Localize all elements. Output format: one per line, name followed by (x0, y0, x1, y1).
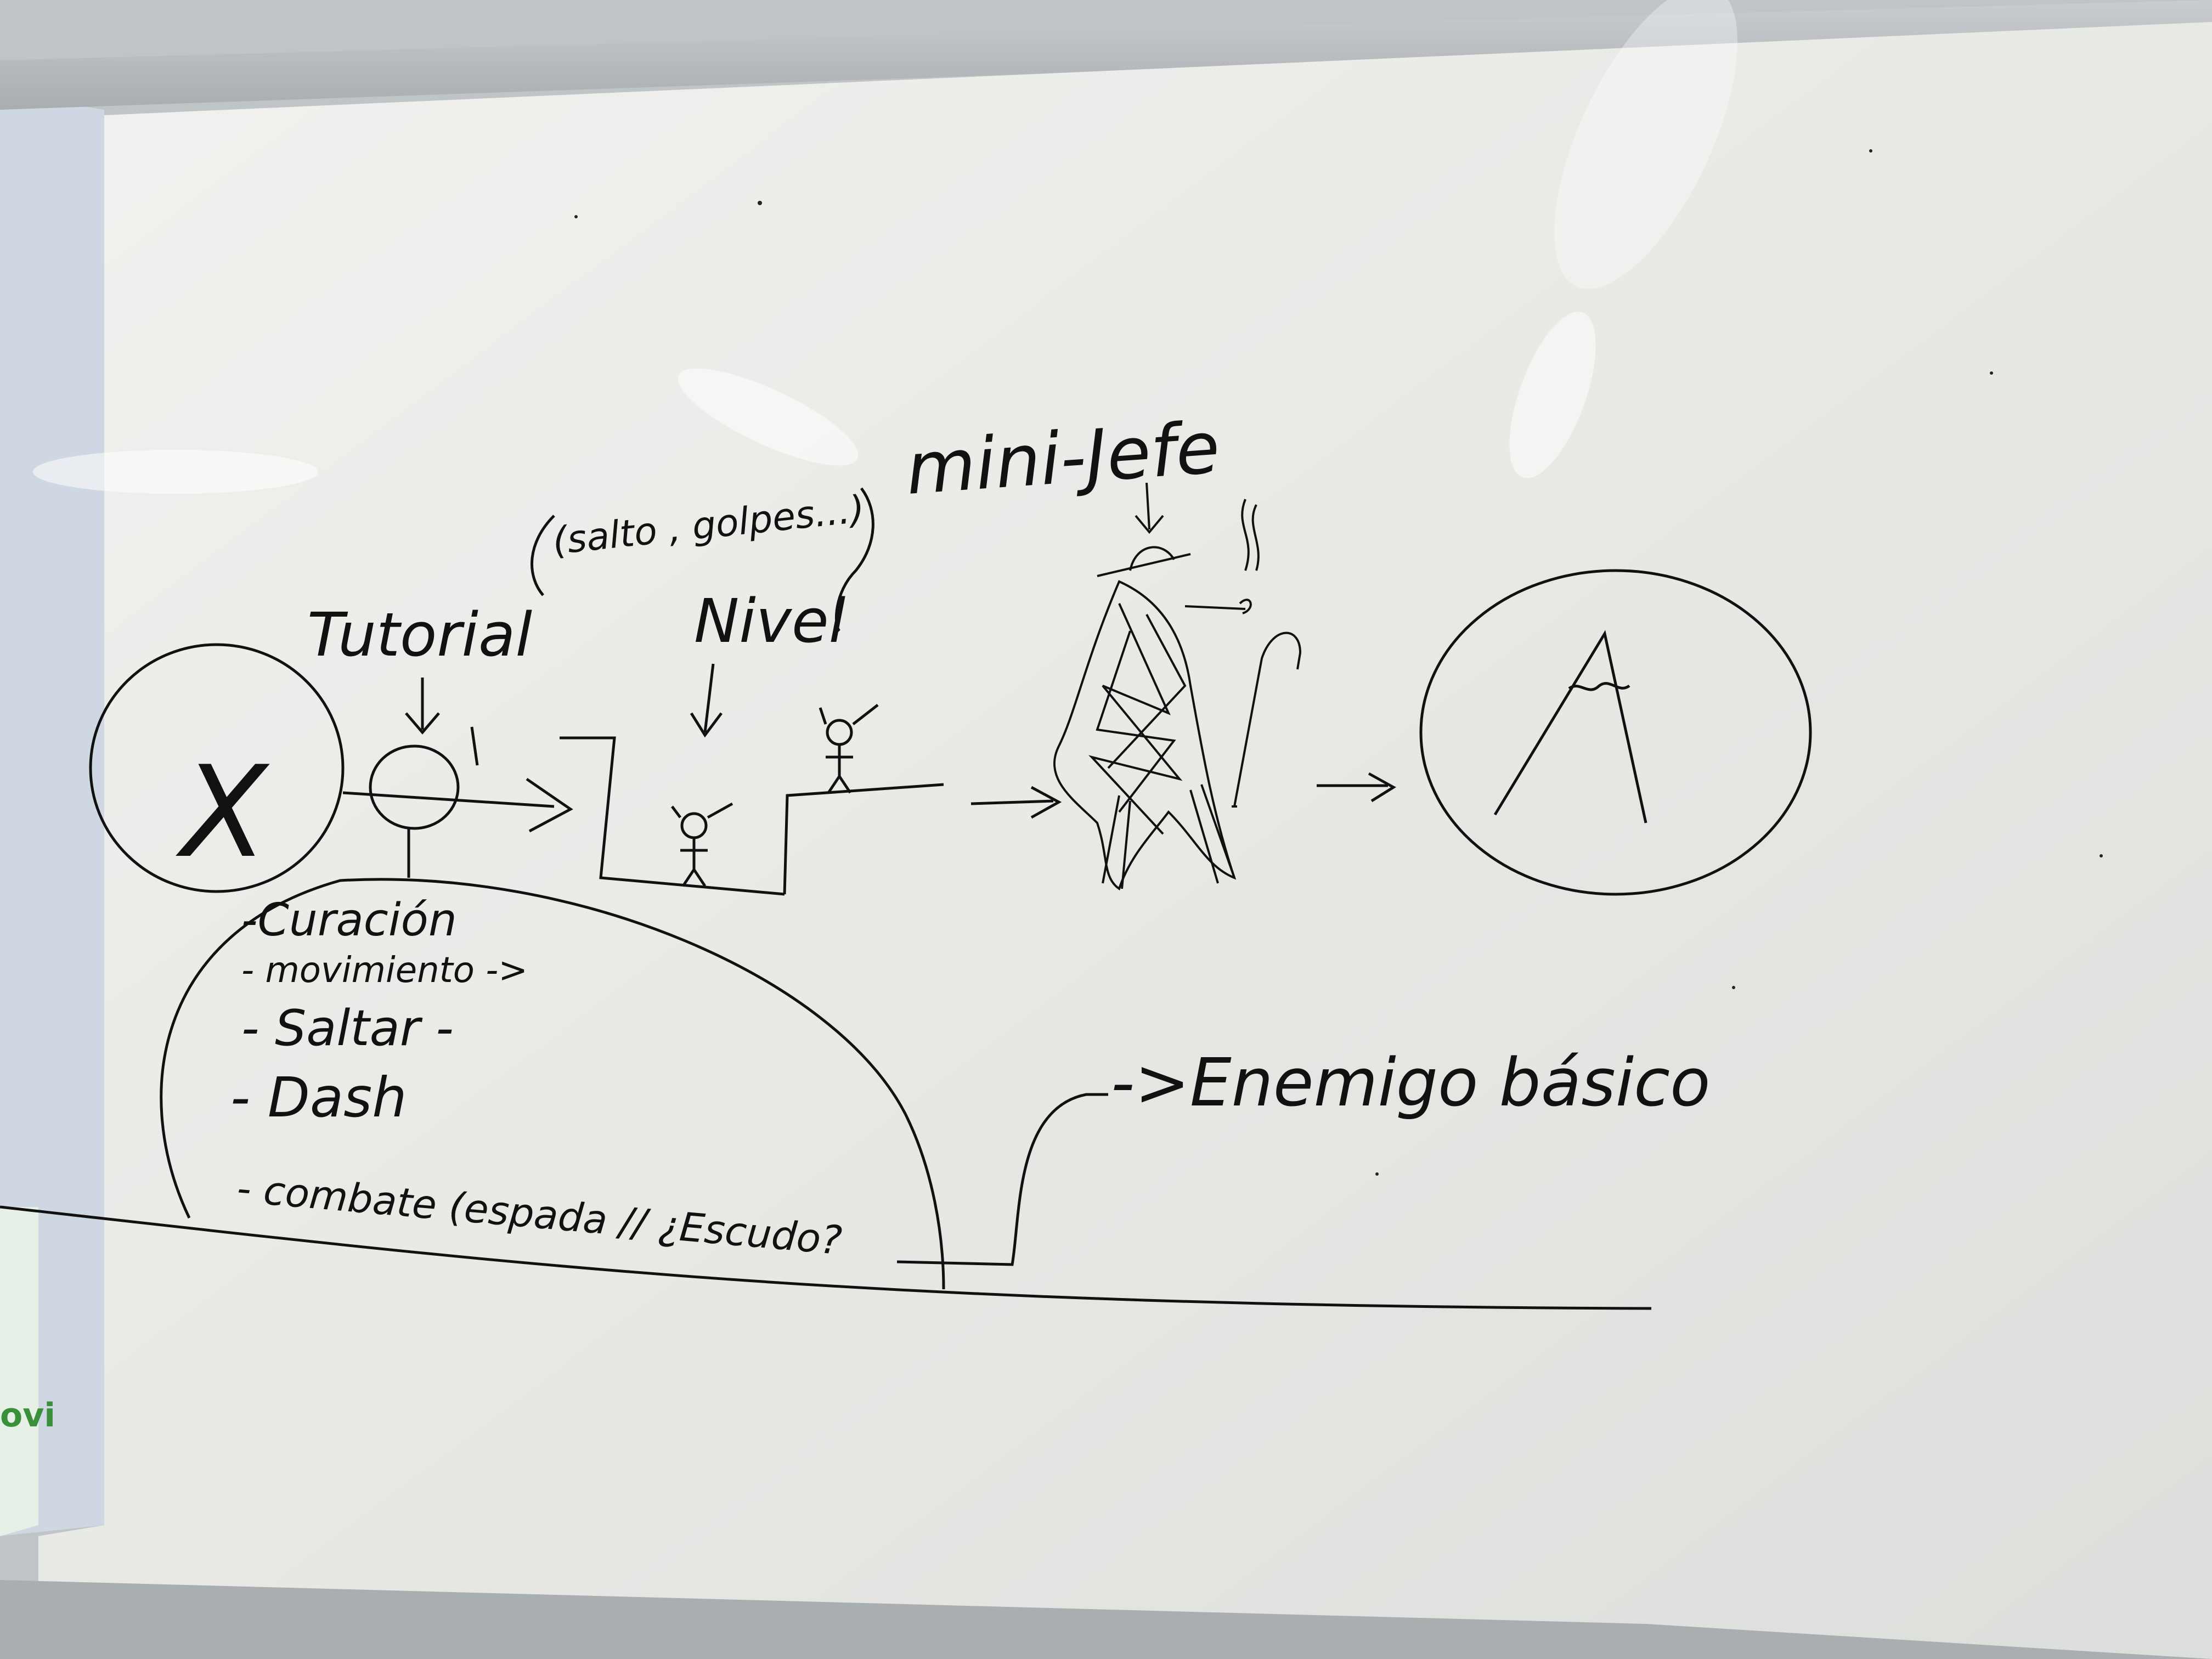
tutorial-item: -Curación (241, 894, 457, 946)
tutorial-hill (0, 878, 1652, 1310)
basic-enemy-label: ->Enemigo básico (1111, 1045, 1710, 1121)
stick-figure-horns (671, 802, 733, 819)
miniboss-scribble (1088, 603, 1187, 835)
arrow-to-boss (970, 786, 1062, 819)
side-text: ovi (0, 1396, 55, 1435)
start-symbol: X (176, 740, 270, 886)
tutorial-arrow-head (526, 777, 573, 833)
tutorial-circle (369, 744, 460, 830)
level-bracket (531, 515, 555, 596)
miniboss-legs (1102, 784, 1235, 889)
tutorial-item: - Dash (230, 1065, 407, 1130)
side-panel (0, 93, 104, 1536)
final-mountain (1493, 630, 1647, 823)
miniboss-figure (1053, 482, 1302, 891)
light-reflection (33, 450, 318, 494)
miniboss-cane (1233, 631, 1302, 807)
light-reflection (1554, 0, 1738, 289)
level-bracket (834, 487, 874, 632)
enemy-connector (896, 1093, 1108, 1266)
level-ground (560, 736, 785, 896)
tutorial-down-arrow (405, 678, 440, 735)
tutorial-arrow-line (342, 791, 555, 808)
stick-figure-body (826, 744, 853, 794)
board-frame-bottom (0, 1580, 2212, 1659)
level-label: Nivel (694, 586, 846, 656)
miniboss-down-arrow (1135, 482, 1164, 534)
final-node (1419, 569, 1812, 896)
start-node (89, 643, 345, 893)
start-circle (89, 643, 345, 893)
tutorial-item: - movimiento -> (241, 950, 528, 991)
side-panel-green-edge (0, 1207, 38, 1536)
final-circle (1419, 569, 1812, 896)
stick-figure-horns (819, 704, 879, 725)
level-platform (783, 783, 944, 895)
final-mountain-snow (1568, 682, 1630, 691)
tutorial-item: - Saltar - (241, 1000, 454, 1057)
level-drawing (531, 487, 944, 896)
miniboss-pipe (1184, 599, 1252, 614)
hill-arc (160, 878, 945, 1290)
level-down-arrow (690, 663, 723, 738)
miniboss-smoke (1241, 499, 1260, 571)
miniboss-hat (1097, 546, 1191, 577)
arrow-to-final (1317, 772, 1396, 803)
board-surface (38, 22, 2212, 1659)
board-specks (574, 149, 2103, 1176)
ground-line (0, 1205, 1652, 1310)
tutorial-label: Tutorial (307, 600, 532, 670)
board-frame-top (0, 0, 2212, 110)
light-reflection (1509, 312, 1596, 478)
miniboss-body (1053, 580, 1237, 891)
tutorial-node (342, 678, 573, 878)
tutorial-tick (470, 726, 479, 766)
stick-figure-body (680, 838, 708, 887)
light-reflection (678, 368, 859, 466)
